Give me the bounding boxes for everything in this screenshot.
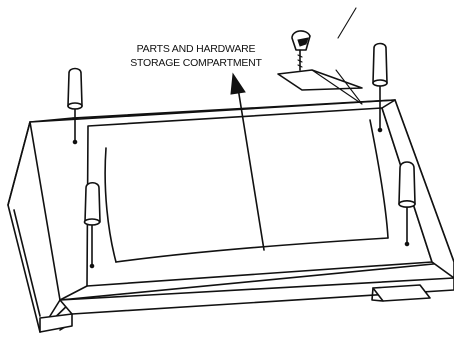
compartment-recess (104, 119, 389, 263)
bottom-rail (59, 277, 454, 315)
leg-front-left (83, 181, 101, 269)
leg-rear-right (372, 42, 388, 133)
right-foot (372, 284, 431, 302)
pointer-arrow (230, 72, 265, 251)
callout-label: PARTS AND HARDWARE STORAGE COMPARTMENT (130, 43, 263, 69)
callout-label-line1: PARTS AND HARDWARE (137, 43, 256, 55)
right-end-panel (381, 99, 454, 279)
callout-label-line2: STORAGE COMPARTMENT (130, 57, 262, 69)
left-foot (39, 313, 73, 333)
screw-icon (291, 30, 311, 71)
leg-rear-left (67, 67, 83, 145)
screw-detail-callout (277, 7, 363, 105)
leg-front-right (398, 161, 416, 247)
